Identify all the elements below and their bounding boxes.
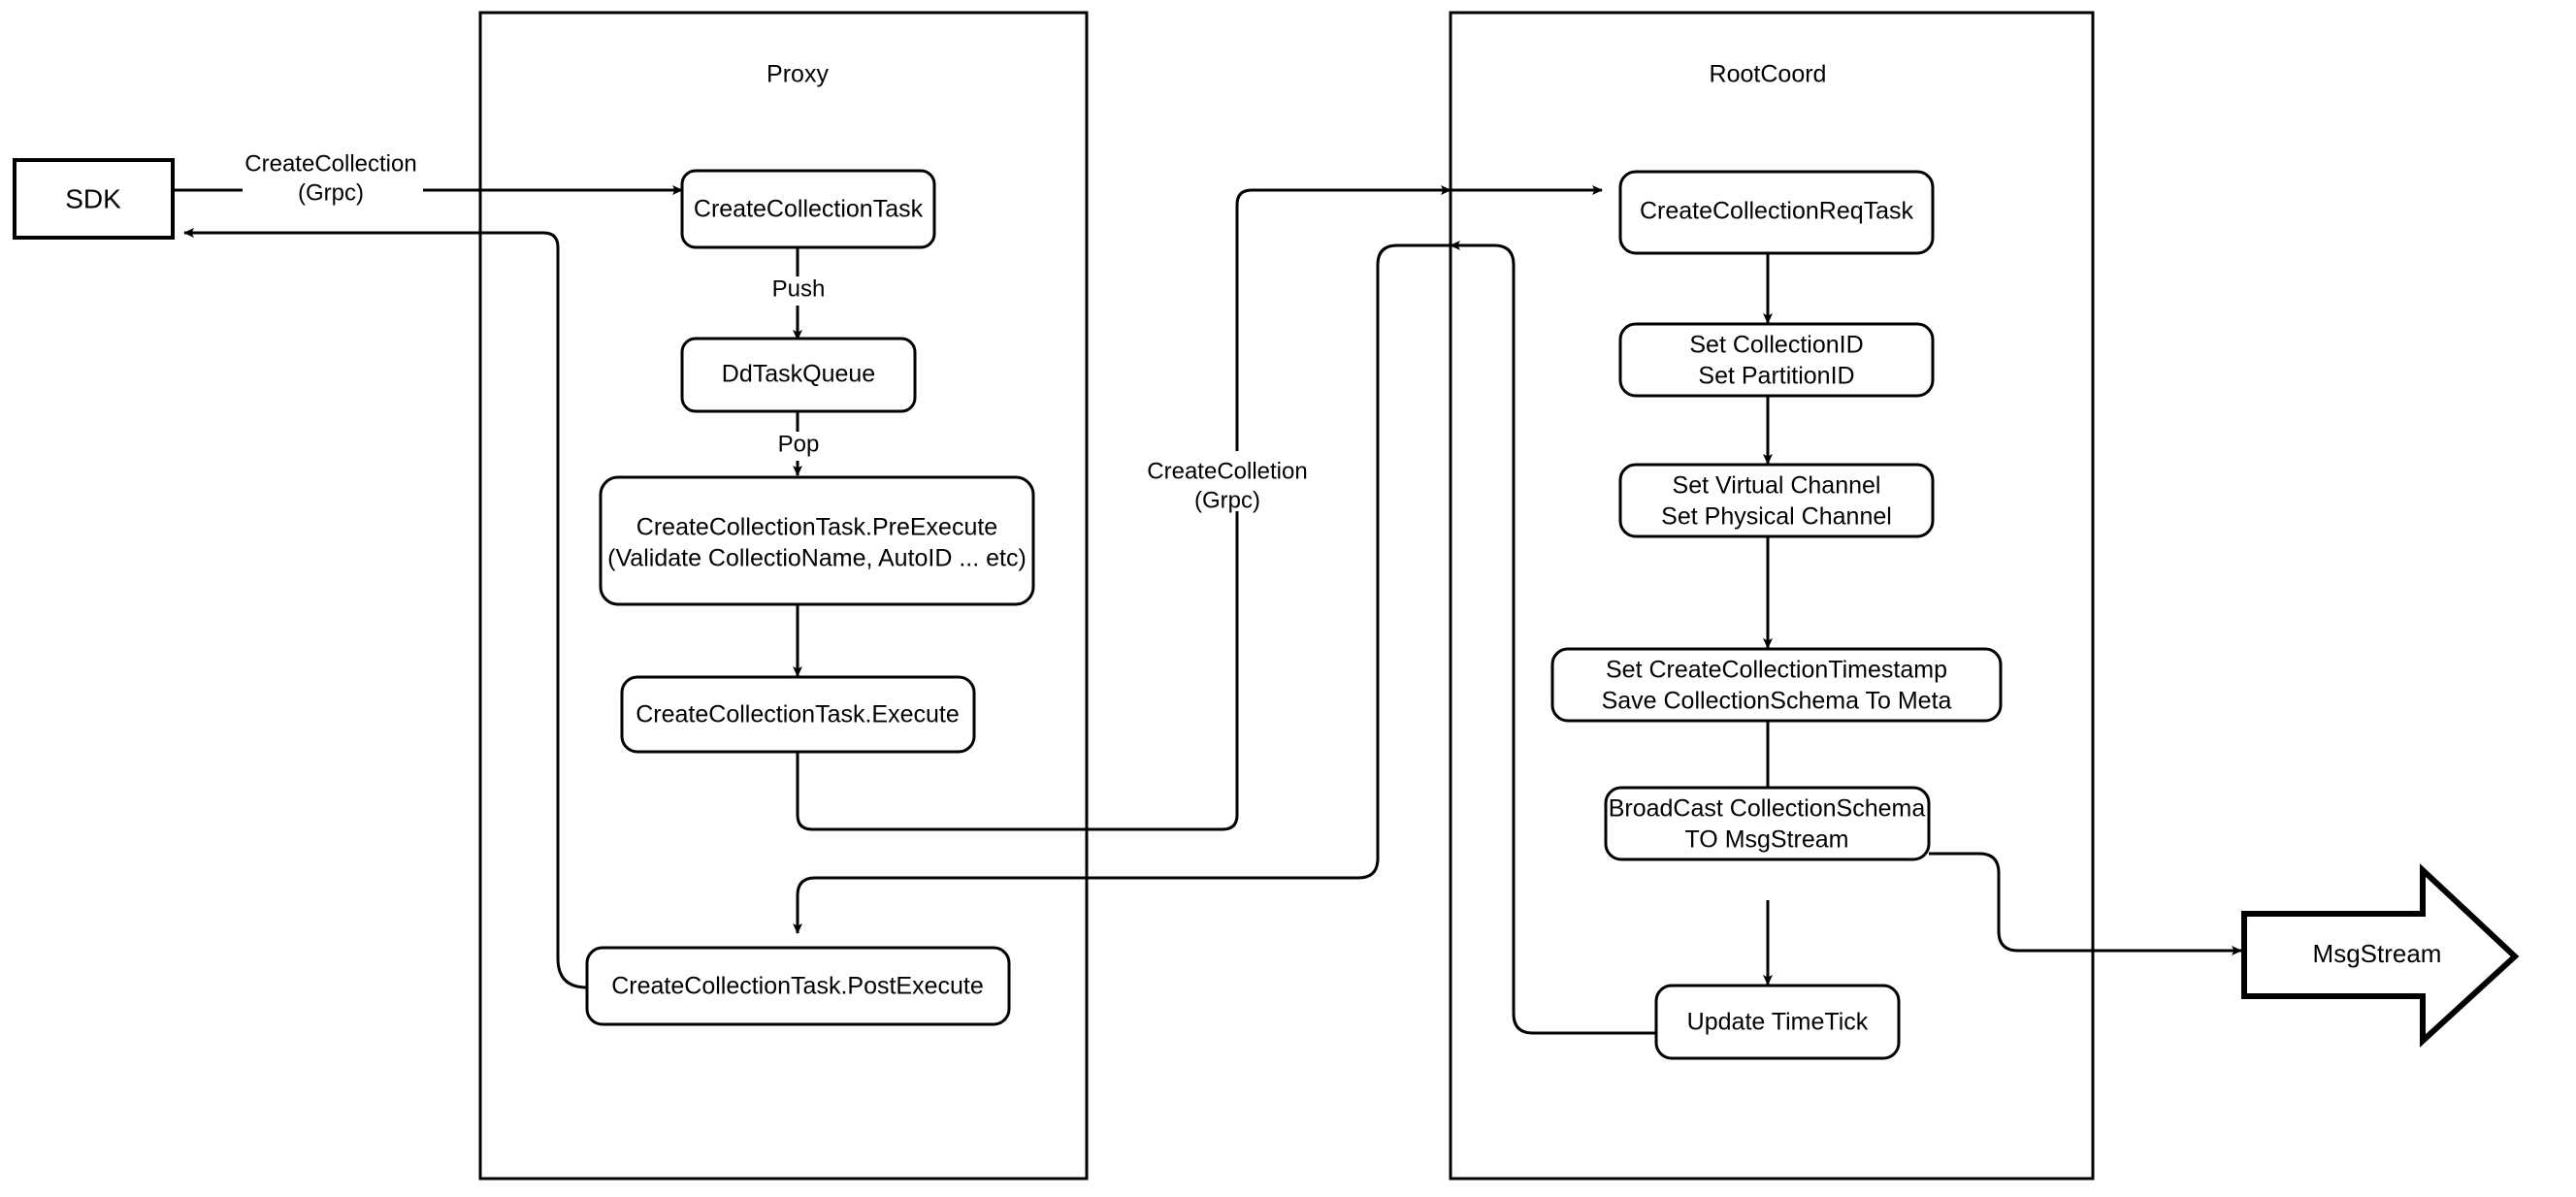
node-postexecute-box[interactable] <box>585 946 1011 1026</box>
edge-label-pop-bg <box>770 432 827 461</box>
edge-label-sdk-to-proxy: CreateCollection (Grpc) <box>243 150 423 210</box>
node-broadcast[interactable]: BroadCast CollectionSchema TO MsgStream <box>1604 786 1931 861</box>
node-set-timestamp[interactable]: Set CreateCollectionTimestamp Save Colle… <box>1550 647 2003 723</box>
edge-rootcoord-response-down <box>1101 243 1451 880</box>
node-postexecute-label: CreateCollectionTask.PostExecute <box>611 973 984 1000</box>
edge-execute-to-proxy-boundary <box>796 752 1087 831</box>
node-set-ids-label-line2: Set PartitionID <box>1698 363 1854 390</box>
node-set-ids-box[interactable] <box>1618 322 1935 398</box>
panel-rootcoord-title: RootCoord <box>1710 61 1827 88</box>
node-ddtaskqueue-label: DdTaskQueue <box>722 361 875 388</box>
edge-label-createcolletion-line2: (Grpc) <box>1194 487 1260 513</box>
node-set-timestamp-box[interactable] <box>1550 647 2003 723</box>
edge-postexecute-to-sdk <box>183 228 588 989</box>
node-set-channels-box[interactable] <box>1618 463 1935 538</box>
node-set-timestamp-label-line1: Set CreateCollectionTimestamp <box>1606 657 1947 684</box>
panel-proxy: Proxy <box>478 11 1089 1181</box>
node-ddtaskqueue-box[interactable] <box>680 337 917 413</box>
node-sdk-box[interactable] <box>13 158 175 240</box>
node-set-channels-label-line1: Set Virtual Channel <box>1673 472 1881 500</box>
node-broadcast-label-line1: BroadCast CollectionSchema <box>1609 795 1926 823</box>
node-createcollectiontask[interactable]: CreateCollectionTask <box>680 169 936 249</box>
edge-label-createcollection-line2: (Grpc) <box>298 179 364 206</box>
node-set-ids-label-line1: Set CollectionID <box>1689 332 1863 359</box>
node-broadcast-box[interactable] <box>1604 786 1931 861</box>
edge-label-proxy-to-rootcoord: CreateColletion (Grpc) <box>1140 451 1334 513</box>
panel-proxy-title: Proxy <box>766 61 829 88</box>
edge-label-sdk-bg <box>243 150 423 210</box>
node-preexecute-label-line2: (Validate CollectioName, AutoID ... etc) <box>607 545 1027 572</box>
edge-label-createcollection-line1: CreateCollection <box>245 150 416 177</box>
node-createcollectionreqtask-label: CreateCollectionReqTask <box>1640 198 1914 225</box>
node-createcollectiontask-box[interactable] <box>680 169 936 249</box>
edge-label-pop-text: Pop <box>778 431 820 457</box>
edge-label-push: Push <box>766 275 831 306</box>
node-sdk[interactable]: SDK <box>13 158 175 240</box>
node-preexecute[interactable]: CreateCollectionTask.PreExecute (Validat… <box>599 475 1035 606</box>
node-set-ids[interactable]: Set CollectionID Set PartitionID <box>1618 322 1935 398</box>
edge-updatetimetick-to-rootcoord-boundary <box>1450 241 1659 1035</box>
panel-proxy-border <box>478 11 1089 1181</box>
node-preexecute-label-line1: CreateCollectionTask.PreExecute <box>636 514 997 541</box>
node-sdk-label: SDK <box>65 183 121 213</box>
node-set-channels-label-line2: Set Physical Channel <box>1661 503 1892 531</box>
node-update-timetick-box[interactable] <box>1654 984 1901 1060</box>
node-execute-label: CreateCollectionTask.Execute <box>636 701 960 728</box>
edge-label-push-bg <box>766 276 831 306</box>
node-preexecute-box[interactable] <box>599 475 1035 606</box>
node-createcollectionreqtask-box[interactable] <box>1618 170 1935 255</box>
node-msgstream[interactable]: MsgStream <box>2241 863 2520 1048</box>
panel-rootcoord-border <box>1449 11 2095 1181</box>
edge-response-to-postexecute <box>793 876 1213 934</box>
node-update-timetick-label: Update TimeTick <box>1687 1009 1869 1036</box>
edge-label-createcolletion-line1: CreateColletion <box>1147 458 1307 484</box>
node-update-timetick[interactable]: Update TimeTick <box>1654 984 1901 1060</box>
edge-label-push-text: Push <box>772 275 826 302</box>
node-execute[interactable]: CreateCollectionTask.Execute <box>620 675 976 754</box>
node-createcollectionreqtask[interactable]: CreateCollectionReqTask <box>1618 170 1935 255</box>
node-msgstream-label: MsgStream <box>2313 939 2442 968</box>
node-createcollectiontask-label: CreateCollectionTask <box>694 196 924 223</box>
panel-rootcoord: RootCoord <box>1449 11 2095 1181</box>
node-set-timestamp-label-line2: Save CollectionSchema To Meta <box>1602 688 1952 715</box>
node-execute-box[interactable] <box>620 675 976 754</box>
edge-label-pop: Pop <box>770 431 827 461</box>
edge-broadcast-to-msgstream-boundary <box>1929 852 2093 953</box>
edge-label-grpc-bg <box>1140 451 1334 511</box>
node-msgstream-arrow-shape[interactable] <box>2241 863 2520 1048</box>
node-postexecute[interactable]: CreateCollectionTask.PostExecute <box>585 946 1011 1026</box>
node-broadcast-label-line2: TO MsgStream <box>1684 826 1848 854</box>
node-set-channels[interactable]: Set Virtual Channel Set Physical Channel <box>1618 463 1935 538</box>
node-ddtaskqueue[interactable]: DdTaskQueue <box>680 337 917 413</box>
